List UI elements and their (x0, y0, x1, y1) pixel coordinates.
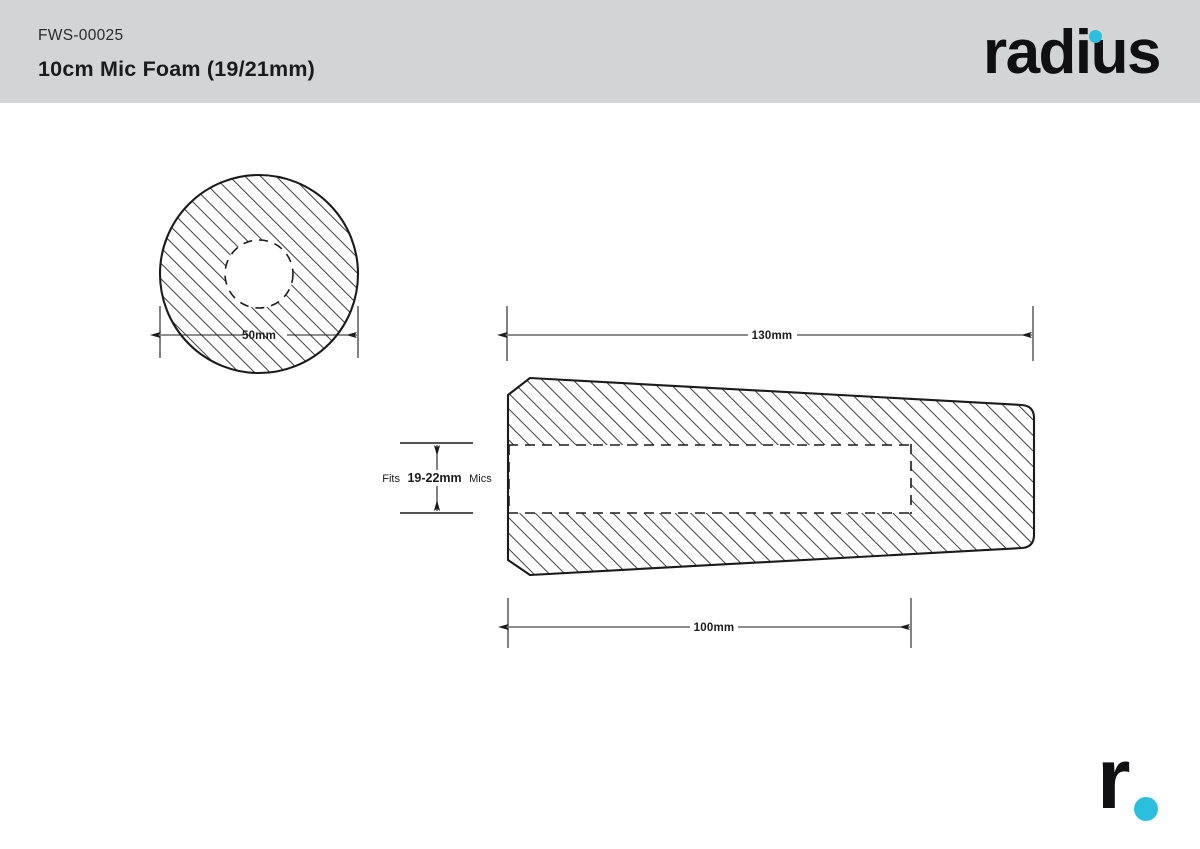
bore-fit-dimension: Fits 19-22mm Mics (382, 442, 492, 514)
brand-wordmark: radius (982, 18, 1162, 87)
corner-accent-dot-icon (1134, 797, 1158, 821)
corner-brand-letter: r (1097, 731, 1130, 827)
cross-section-view: 50mm (150, 173, 360, 375)
brand-logo: radius (920, 18, 1162, 87)
dim-130mm-label: 130mm (752, 330, 793, 342)
brand-accent-dot-icon (1089, 30, 1102, 43)
part-number: FWS-00025 (38, 27, 124, 44)
page-title: 10cm Mic Foam (19/21mm) (38, 57, 316, 81)
side-section-view: 130mm 100mm (497, 306, 1036, 648)
dim-100mm-label: 100mm (694, 622, 735, 634)
technical-drawing-canvas: 50mm Fits 19-22mm (0, 103, 1200, 849)
header-band: FWS-00025 10cm Mic Foam (19/21mm) radius (0, 0, 1200, 103)
corner-brand-mark: r (1097, 736, 1177, 832)
inner-bore-circle-hidden (224, 239, 294, 309)
side-body-outline (506, 376, 1036, 577)
dim-fits-value: 19-22mm (407, 471, 461, 485)
outer-diameter-circle (158, 173, 360, 375)
dim-fits-suffix: Mics (469, 473, 492, 485)
dim-fits-prefix: Fits (382, 473, 400, 485)
dim-fits-label: Fits 19-22mm Mics (382, 469, 492, 486)
drawing-svg: 50mm Fits 19-22mm (150, 173, 1036, 648)
